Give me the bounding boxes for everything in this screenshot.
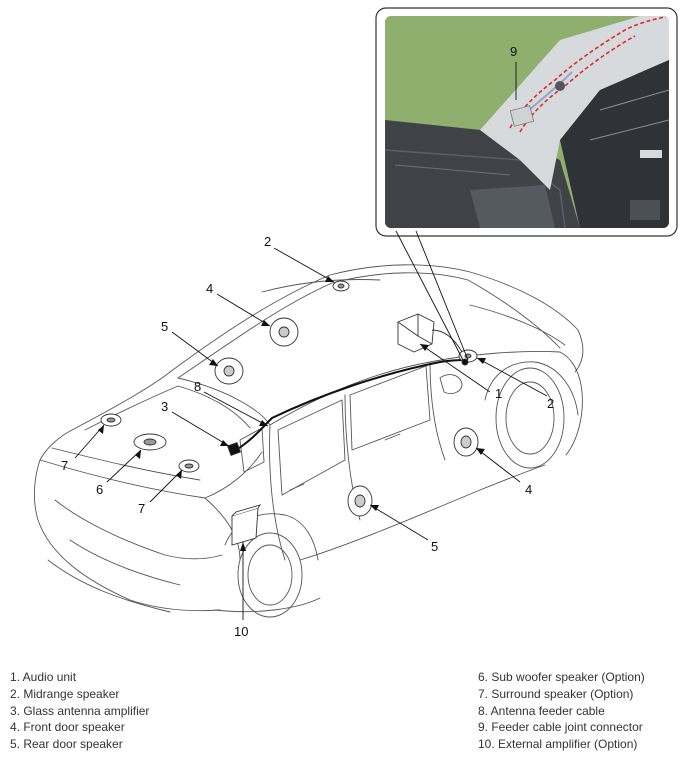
car-outline: [33, 264, 584, 618]
legend-item: 8. Antenna feeder cable: [478, 703, 605, 718]
legend-item: 10. External amplifier (Option): [478, 737, 638, 752]
legend-item: 3. Glass antenna amplifier: [10, 703, 150, 718]
legend-item: 6. Sub woofer speaker (Option): [478, 670, 645, 684]
inset-pointer: [395, 62, 517, 361]
callout-front-door-speaker-b: 4: [525, 482, 532, 497]
callout-front-door-speaker-a: 4: [206, 281, 213, 296]
callout-audio-unit: 1: [495, 386, 502, 401]
surround-speaker-left: [100, 413, 122, 427]
antenna-feeder-cable: [235, 359, 467, 451]
external-amplifier: [231, 504, 262, 546]
callout-glass-antenna-amplifier: 3: [161, 399, 168, 414]
callout-surround-left: 7: [61, 458, 68, 473]
callout-rear-door-speaker-b: 5: [431, 539, 438, 554]
callout-midrange-speaker-top: 2: [264, 234, 271, 249]
legend-item: 7. Surround speaker (Option): [478, 686, 634, 701]
front-door-speaker-lower: [453, 427, 479, 457]
callout-midrange-speaker-side: 2: [547, 396, 554, 411]
callout-feeder-cable-joint-connector: 9: [510, 44, 517, 59]
components: [100, 280, 479, 546]
callout-antenna-feeder-cable: 8: [194, 379, 201, 394]
legend-item: 5. Rear door speaker: [10, 737, 123, 752]
rear-door-speaker-lower: [347, 485, 373, 517]
legend-item: 9. Feeder cable joint connector: [478, 720, 643, 735]
front-door-speaker-upper: [269, 317, 299, 347]
callout-sub-woofer: 6: [96, 482, 103, 497]
legend-item: 4. Front door speaker: [10, 720, 125, 735]
callout-numbers: 2 4 5 8 3 1 2 4 5 7 6 7 10 9: [61, 44, 554, 639]
callout-rear-door-speaker-a: 5: [161, 319, 168, 334]
audio-system-diagram: 2 4 5 8 3 1 2 4 5 7 6 7 10 9: [33, 7, 678, 639]
legend-item: 2. Midrange speaker: [10, 686, 120, 701]
callout-surround-right: 7: [138, 501, 145, 516]
legend-right: 6. Sub woofer speaker (Option) 7. Surrou…: [478, 669, 645, 753]
glass-antenna-amplifier: [227, 442, 241, 456]
callout-external-amplifier: 10: [234, 624, 248, 639]
sub-woofer-speaker: [133, 433, 167, 451]
detail-inset: [375, 7, 678, 237]
surround-speaker-right: [178, 459, 200, 473]
audio-unit: [397, 313, 463, 353]
arrowheads: [98, 276, 486, 551]
legend-item: 1. Audio unit: [10, 670, 77, 684]
midrange-speaker-dash: [458, 349, 478, 363]
legend-left: 1. Audio unit 2. Midrange speaker 3. Gla…: [10, 669, 149, 753]
rear-door-speaker-upper: [214, 357, 244, 385]
midrange-speaker-top: [332, 280, 350, 292]
